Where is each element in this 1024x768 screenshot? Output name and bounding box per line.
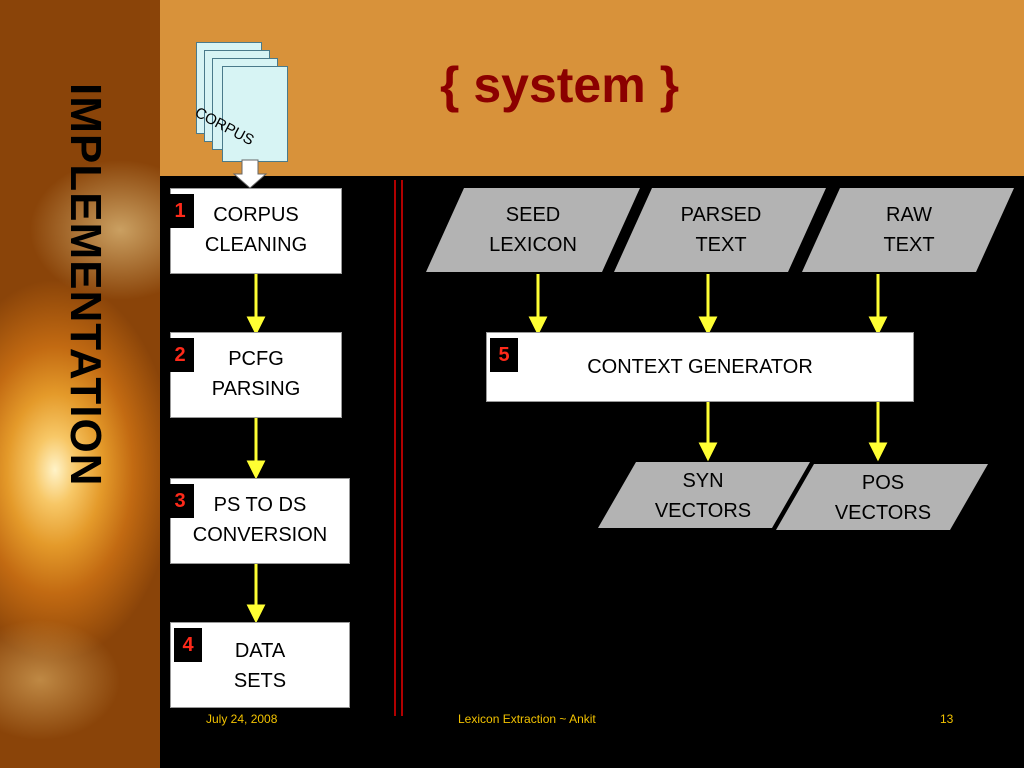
slide-title: { system }: [440, 57, 680, 113]
pipeline-box-pcfg-parsing: [170, 332, 342, 418]
pos-vectors-shape: [776, 464, 988, 530]
step-number: 5: [490, 338, 518, 372]
input-arrow: [868, 274, 888, 336]
footer-date: July 24, 2008: [206, 712, 278, 726]
context-generator-box: [486, 332, 914, 402]
footer-page-number: 13: [940, 712, 954, 726]
context-generator-label: CONTEXT GENERATOR: [587, 356, 813, 378]
output-arrow: [868, 402, 888, 462]
header-band: [160, 0, 1024, 176]
step-number: 2: [166, 338, 194, 372]
vertical-section-title: IMPLEMENTATION: [61, 83, 110, 487]
pipeline-arrow: [246, 564, 266, 624]
syn-vectors-shape: [598, 462, 810, 528]
corpus-arrow: [232, 159, 268, 189]
parsed-text-shape: [614, 188, 826, 272]
pipeline-box-ps-to-ds: [170, 478, 350, 564]
raw-text-shape: [802, 188, 1014, 272]
pipeline-arrow: [246, 418, 266, 480]
seed-lexicon-shape: [426, 188, 640, 272]
input-arrow: [528, 274, 548, 336]
footer-center: Lexicon Extraction ~ Ankit: [458, 712, 596, 726]
divider-line: [401, 180, 403, 716]
output-arrow: [698, 402, 718, 462]
divider-line: [394, 180, 396, 716]
pipeline-box-corpus-cleaning: [170, 188, 342, 274]
step-number: 1: [166, 194, 194, 228]
step-number: 3: [166, 484, 194, 518]
pipeline-arrow: [246, 274, 266, 336]
sidebar-decoration: [0, 0, 160, 768]
step-number: 4: [174, 628, 202, 662]
input-arrow: [698, 274, 718, 336]
